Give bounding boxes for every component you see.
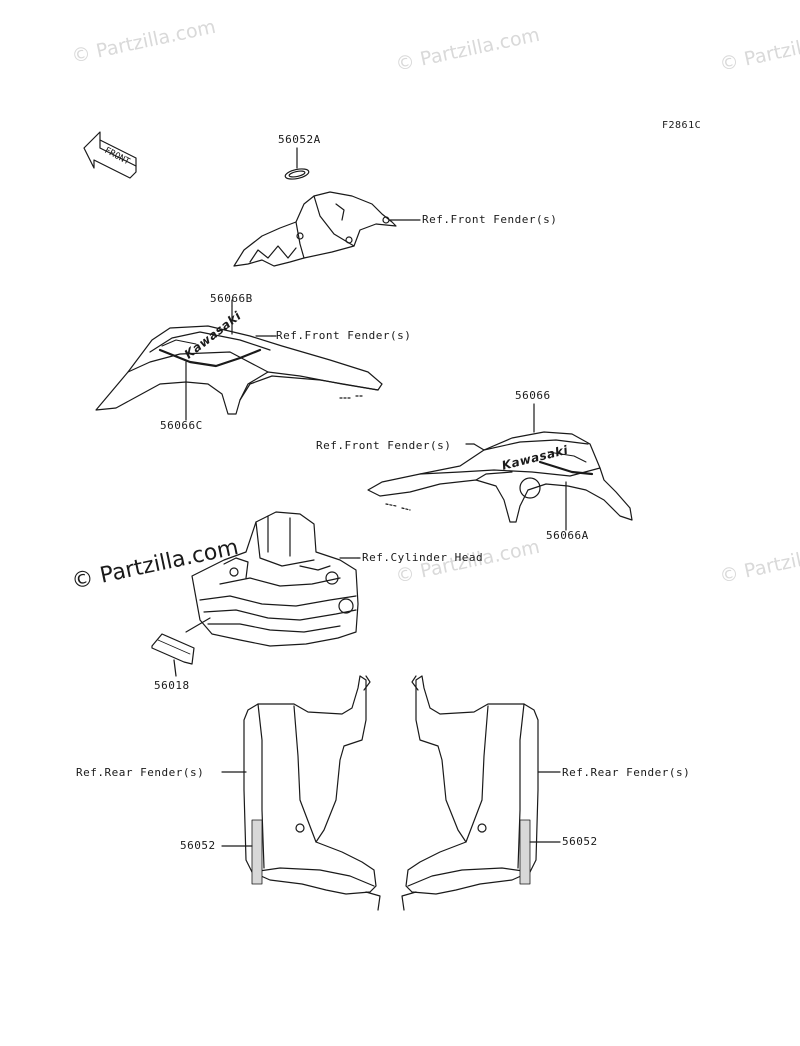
callout-56066C[interactable]: 56066C xyxy=(160,419,203,432)
callout-56066A[interactable]: 56066A xyxy=(546,529,589,542)
rear-fender-left xyxy=(221,675,381,911)
figure-code: F2861C xyxy=(662,120,702,131)
front-fender-right xyxy=(367,403,633,531)
front-fender-left xyxy=(95,305,383,421)
callout-56018[interactable]: 56018 xyxy=(154,679,190,692)
callout-56052-left[interactable]: 56052 xyxy=(180,839,216,852)
callout-ref-rear-fender-left[interactable]: Ref.Rear Fender(s) xyxy=(76,766,205,779)
callout-ref-rear-fender-right[interactable]: Ref.Rear Fender(s) xyxy=(562,766,691,779)
front-arrow-icon: FRONT xyxy=(83,131,137,179)
callout-ref-front-fender[interactable]: Ref.Front Fender(s) xyxy=(316,439,452,452)
callout-56052-right[interactable]: 56052 xyxy=(562,835,598,848)
rear-fender-right xyxy=(401,675,561,911)
part-56052A-ring xyxy=(284,147,310,180)
callout-56066B[interactable]: 56066B xyxy=(210,292,253,305)
front-fender-upper xyxy=(233,191,421,267)
callout-ref-front-fender[interactable]: Ref.Front Fender(s) xyxy=(276,329,412,342)
cylinder-head xyxy=(185,511,359,647)
part-56018-label xyxy=(151,633,195,677)
callout-ref-front-fender[interactable]: Ref.Front Fender(s) xyxy=(422,213,558,226)
callout-ref-cylinder-head[interactable]: Ref.Cylinder Head xyxy=(362,551,484,564)
callout-56052A[interactable]: 56052A xyxy=(278,133,321,146)
callout-56066[interactable]: 56066 xyxy=(515,389,551,402)
